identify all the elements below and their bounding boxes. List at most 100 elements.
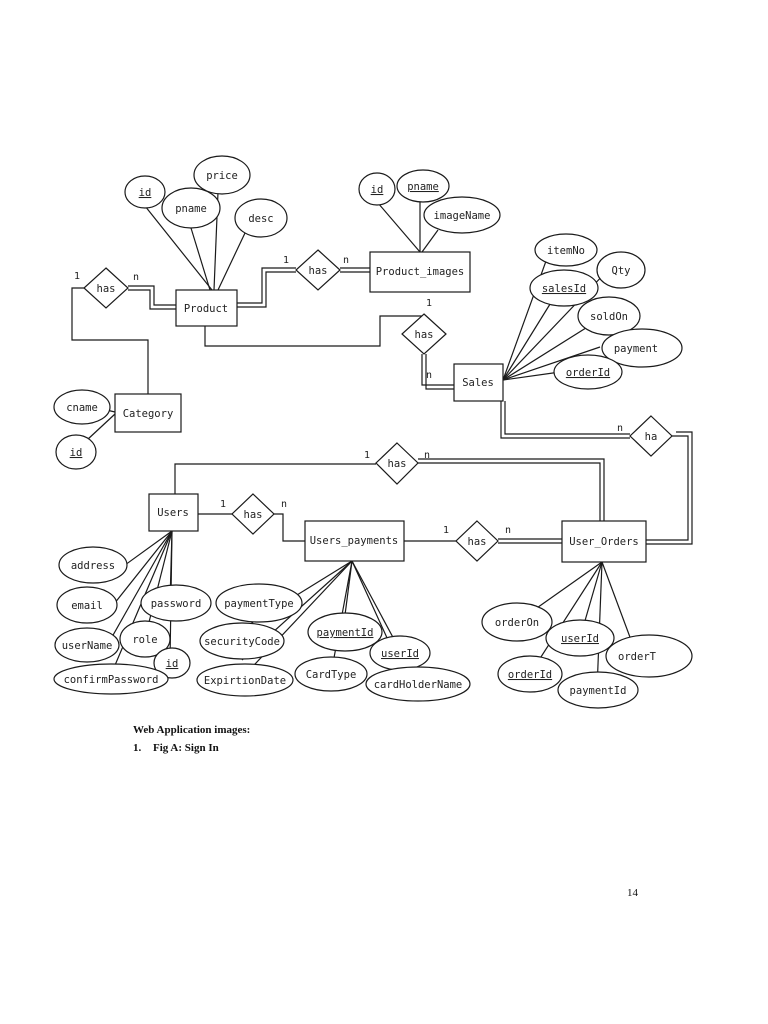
svg-text:id: id — [166, 658, 179, 670]
entity-users: Users — [148, 493, 199, 532]
entity-label: Users — [157, 507, 189, 519]
attr-payments-securitycode: securityCode — [199, 622, 285, 660]
svg-text:orderT: orderT — [618, 651, 657, 663]
svg-text:ExpirtionDate: ExpirtionDate — [204, 675, 286, 687]
svg-text:imageName: imageName — [434, 210, 491, 222]
cardinality-label: n — [426, 370, 432, 381]
attr-sales-payment: payment — [601, 328, 683, 368]
entity-label: Product — [184, 303, 228, 315]
svg-text:payment: payment — [614, 343, 658, 355]
cardinality-label: n — [343, 255, 349, 266]
svg-text:orderOn: orderOn — [495, 617, 539, 629]
cardinality-label: 1 — [283, 255, 289, 266]
relationship-product-sales: has — [401, 313, 447, 355]
attr-users-password: password — [140, 584, 212, 622]
attr-product-pname: pname — [161, 187, 221, 229]
cardinality-label: n — [281, 499, 287, 510]
svg-text:securityCode: securityCode — [204, 636, 280, 648]
caption-heading: Web Application images: — [133, 724, 251, 736]
attr-orders-paymentid: paymentId — [557, 671, 639, 709]
relationship-product-images: has — [295, 249, 341, 291]
svg-text:confirmPassword: confirmPassword — [64, 674, 159, 686]
attr-sales-salesid: salesId — [529, 269, 599, 307]
svg-text:pname: pname — [407, 181, 439, 193]
attr-images-pname: pname — [396, 169, 450, 203]
entity-user-orders: User_Orders — [561, 520, 647, 563]
svg-text:userName: userName — [62, 640, 113, 652]
entity-category: Category — [114, 393, 182, 433]
svg-text:address: address — [71, 560, 115, 572]
attr-users-username: userName — [54, 627, 120, 663]
attr-users-confirmpassword: confirmPassword — [53, 663, 169, 695]
relationship-sales-orders: ha — [629, 415, 673, 457]
cardinality-label: n — [133, 272, 139, 283]
svg-text:Qty: Qty — [612, 265, 631, 277]
attr-payments-paymenttype: paymentType — [215, 583, 303, 623]
svg-text:id: id — [70, 447, 83, 459]
svg-text:id: id — [139, 187, 152, 199]
attr-users-role: role — [119, 620, 171, 658]
relationship-label: ha — [645, 431, 658, 443]
caption-item-number: 1. — [133, 742, 142, 754]
page-number: 14 — [627, 887, 638, 899]
entity-label: Product_images — [376, 266, 465, 278]
attr-product-id: id — [124, 175, 166, 209]
relationship-users-orders: has — [375, 442, 419, 485]
entity-product: Product — [175, 289, 238, 327]
attr-sales-itemno: itemNo — [534, 233, 598, 267]
svg-text:email: email — [71, 600, 103, 612]
relationship-label: has — [97, 283, 116, 295]
cardinality-label: 1 — [220, 499, 226, 510]
attr-images-id: id — [358, 172, 396, 206]
cardinality-label: 1 — [443, 525, 449, 536]
svg-text:id: id — [371, 184, 384, 196]
attr-orders-orderid: orderId — [497, 655, 563, 693]
svg-text:orderId: orderId — [508, 669, 552, 681]
relationship-category-product: has — [83, 267, 129, 309]
cardinality-label: n — [505, 525, 511, 536]
cardinality-label: 1 — [426, 298, 432, 309]
svg-text:desc: desc — [248, 213, 273, 225]
svg-text:userId: userId — [561, 633, 599, 645]
caption-item-text: Fig A: Sign In — [153, 742, 219, 754]
svg-text:paymentId: paymentId — [317, 627, 374, 639]
svg-text:salesId: salesId — [542, 283, 586, 295]
attribute-connectors — [86, 191, 638, 691]
attr-users-address: address — [58, 546, 128, 584]
cardinality-labels: 1 n 1 n 1 n n 1 n 1 n 1 n — [74, 255, 623, 536]
caption-item: 1. Fig A: Sign In — [133, 742, 219, 754]
relationship-label: has — [468, 536, 487, 548]
svg-text:itemNo: itemNo — [547, 245, 585, 257]
attr-payments-cardholdername: cardHolderName — [365, 666, 471, 702]
relationship-label: has — [244, 509, 263, 521]
attr-orders-orderon: orderOn — [481, 602, 553, 642]
relationship-connectors — [71, 267, 693, 545]
attr-sales-qty: Qty — [596, 251, 646, 289]
attr-users-email: email — [56, 586, 118, 624]
entity-label: Category — [123, 408, 174, 420]
attr-category-cname: cname — [53, 389, 111, 425]
attr-product-price: price — [193, 155, 251, 195]
cardinality-label: n — [617, 423, 623, 434]
svg-text:soldOn: soldOn — [590, 311, 628, 323]
entity-sales: Sales — [453, 363, 504, 402]
attr-orders-ordert: orderT — [605, 634, 693, 678]
svg-text:paymentType: paymentType — [224, 598, 294, 610]
entity-label: User_Orders — [569, 536, 639, 548]
relationship-users-payments: has — [231, 493, 275, 535]
relationship-label: has — [388, 458, 407, 470]
svg-text:CardType: CardType — [306, 669, 357, 681]
entity-users-payments: Users_payments — [304, 520, 405, 562]
attr-product-desc: desc — [234, 198, 288, 238]
attr-images-imagename: imageName — [423, 196, 501, 234]
attr-orders-userid: userId — [545, 619, 615, 657]
entity-label: Users_payments — [310, 535, 399, 547]
relationship-label: has — [309, 265, 328, 277]
attr-users-id: id — [153, 647, 191, 679]
svg-text:cardHolderName: cardHolderName — [374, 679, 463, 691]
cardinality-label: 1 — [74, 271, 80, 282]
svg-text:cname: cname — [66, 402, 98, 414]
entity-label: Sales — [462, 377, 494, 389]
attr-payments-cardtype: CardType — [294, 656, 368, 692]
